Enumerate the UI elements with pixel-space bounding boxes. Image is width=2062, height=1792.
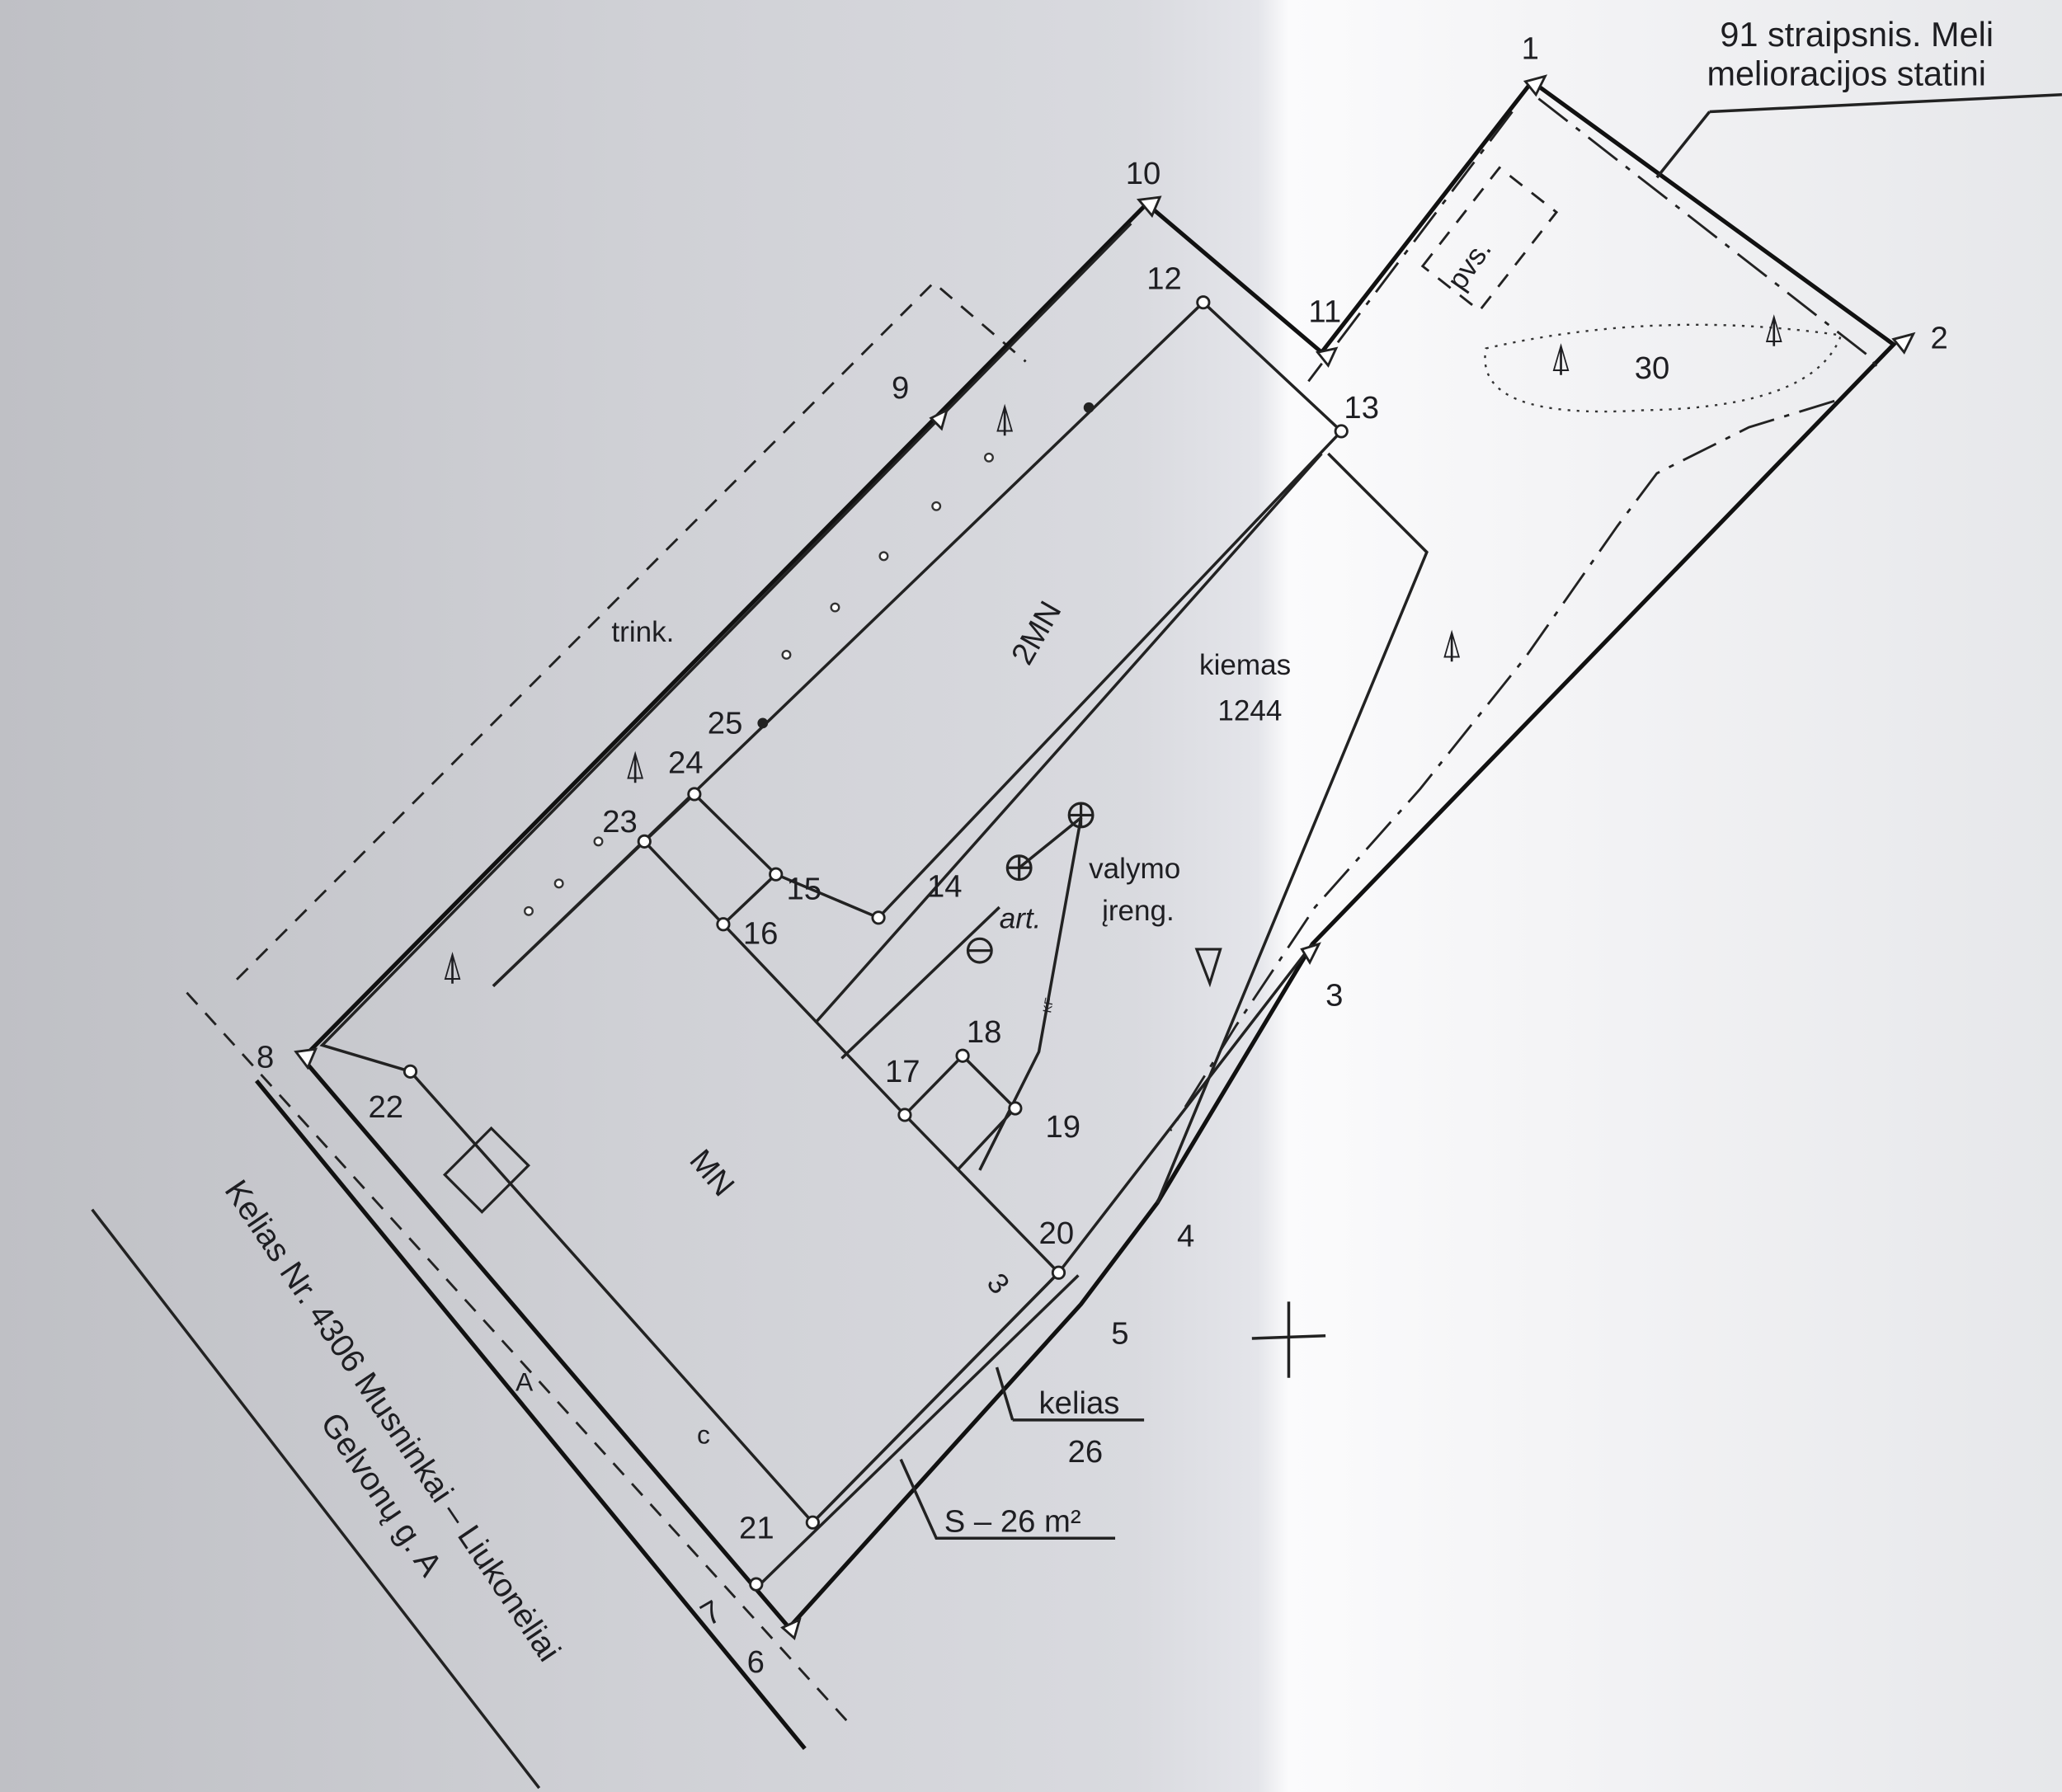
c-label: c [697,1420,710,1450]
right-dash-curve [1169,399,1835,1131]
area-s-label: S – 26 m² [944,1503,1081,1539]
lot-mn-label: MN [682,1143,741,1203]
svg-text:25: 25 [708,706,743,741]
svg-text:1: 1 [1522,31,1539,67]
lot-divider [840,905,1000,1060]
art-line [1018,816,1082,869]
pvs-rect [1420,166,1559,313]
kf-label: KF [1041,996,1057,1014]
svg-text:8: 8 [257,1040,274,1075]
area-30-label: 30 [1635,350,1670,386]
svg-text:⍋: ⍋ [1440,623,1464,666]
lot-2mn-label: 2MN [1005,595,1069,670]
svg-text:23: 23 [602,804,638,840]
note-line1: 91 straipsnis. Meli [1720,15,1994,54]
ireng-label: įreng. [1102,895,1175,927]
tree-row [524,452,994,916]
valymo-label: valymo [1089,853,1180,885]
road-edge-line [254,1079,807,1751]
road-outer-line [91,1208,541,1790]
svg-text:⍋: ⍋ [440,945,464,989]
art-label: art. [1000,903,1042,935]
kelias-label: kelias [1039,1385,1120,1421]
tree-icons: ⍋ ⍋ ⍋ ⍋ ⍋ ⍋ [440,308,1786,989]
note-underline [1709,93,2062,114]
lot-divider [722,872,777,926]
area-s-leader [899,1458,1116,1540]
svg-text:13: 13 [1344,390,1379,426]
svg-text:15: 15 [786,871,822,906]
boundary-markers [294,74,1916,1641]
lot-3-label: 3 [981,1268,1015,1300]
building-17-18-19 [903,1053,1018,1172]
svg-text:17: 17 [885,1054,920,1089]
svg-text:22: 22 [368,1089,403,1125]
kelias-leader [995,1366,1015,1421]
kiemas-number: 1244 [1217,695,1282,727]
svg-text:20: 20 [1039,1216,1075,1251]
svg-text:24: 24 [668,745,704,780]
survey-points [403,295,1349,1592]
svg-text:18: 18 [967,1014,1002,1050]
trink-label: trink. [611,616,674,648]
svg-text:14: 14 [927,868,963,904]
svg-text:21: 21 [739,1510,774,1545]
lot-divider [492,840,646,987]
note-leader [1655,111,1711,179]
kiemas-label: kiemas [1199,649,1291,681]
kiemas-boundary [1156,452,1429,1204]
svg-text:11: 11 [1308,294,1341,330]
svg-text:9: 9 [892,370,909,406]
note-line2: melioracijos statini [1707,54,1986,93]
svg-text:12: 12 [1146,261,1182,297]
svg-text:16: 16 [743,916,779,952]
svg-text:7: 7 [694,1593,727,1633]
lot-divider [814,452,1323,1024]
svg-text:19: 19 [1046,1109,1081,1145]
svg-text:10: 10 [1126,156,1161,191]
svg-text:3: 3 [1325,978,1343,1014]
a-label: A [516,1367,534,1397]
svg-text:⍋: ⍋ [1549,336,1573,380]
svg-text:6: 6 [747,1644,765,1680]
ditch-line [1307,111,1514,383]
svg-text:⍋: ⍋ [993,397,1017,440]
svg-text:2: 2 [1930,320,1947,355]
boundary-inner-line [319,222,1132,1074]
well-icons [442,802,1222,1214]
svg-text:4: 4 [1177,1218,1194,1253]
parcel-boundary [299,78,1897,1631]
svg-text:⍋: ⍋ [1762,308,1786,351]
svg-text:⍋: ⍋ [624,744,647,788]
kelias-number: 26 [1068,1434,1104,1470]
kelias-strip-line [759,1274,1080,1586]
svg-text:5: 5 [1111,1315,1128,1351]
kf-line [978,817,1083,1171]
melioration-dash-line [1537,97,1882,372]
